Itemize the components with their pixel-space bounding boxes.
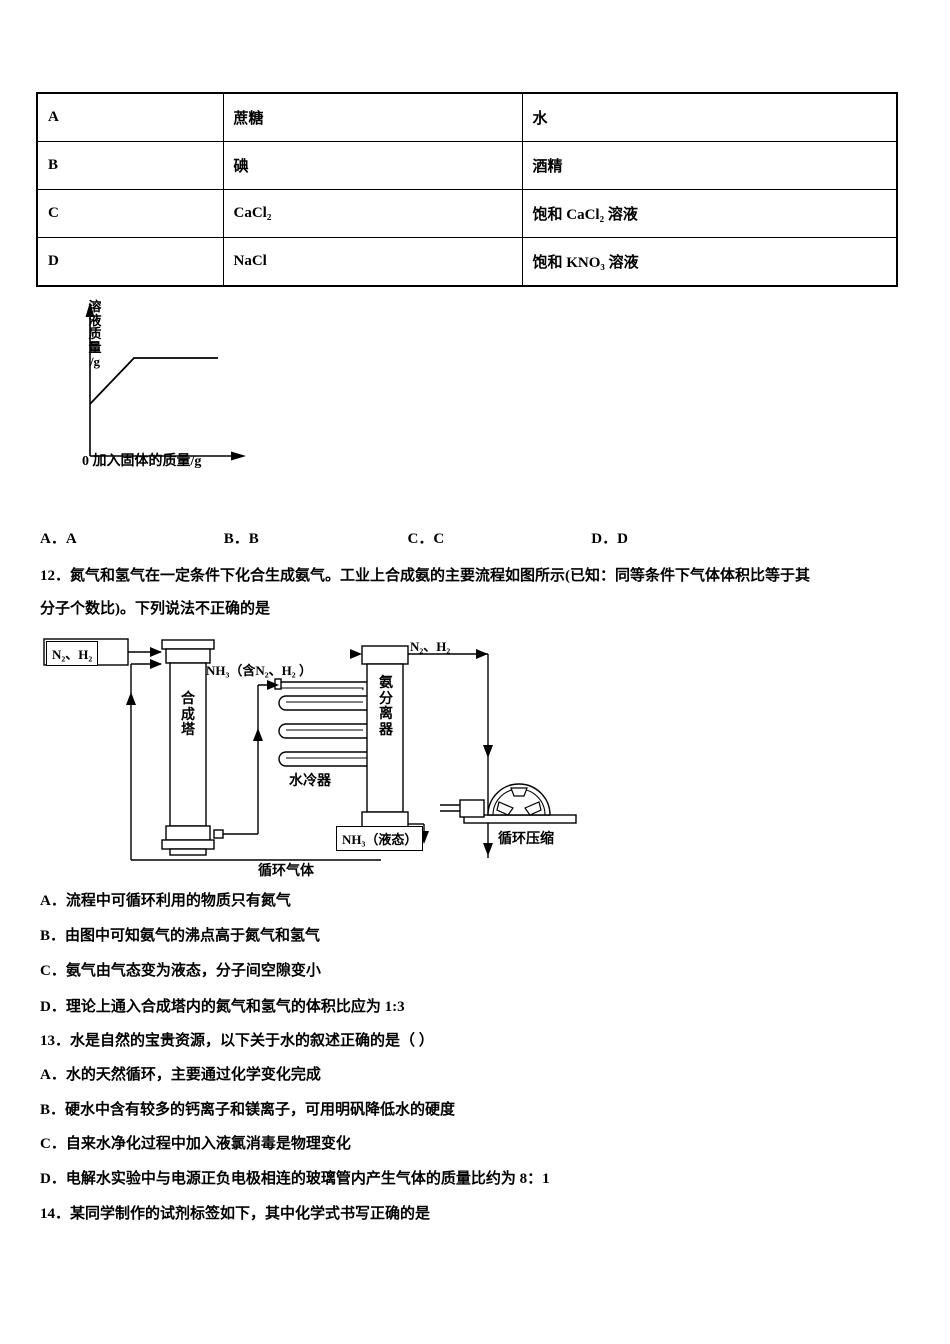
table-cell-letter: C xyxy=(36,189,224,238)
synthesis-tower-label: 合 成 塔 xyxy=(181,692,195,739)
q12-option-d[interactable]: D．理论上通入合成塔内的氮气和氢气的体积比应为 1:3 xyxy=(40,999,405,1015)
question-13-stem: 13．水是自然的宝贵资源，以下关于水的叙述正确的是（ ） xyxy=(40,1033,434,1049)
table-cell-solvent: 饱和 CaCl₂ 溶液 xyxy=(521,189,898,238)
question-11-choices: A．A B．B C．C D．D xyxy=(40,527,900,548)
q12-option-b[interactable]: B．由图中可知氨气的沸点高于氮气和氢气 xyxy=(40,928,321,944)
liquid-ammonia-label: NH₃（液态） xyxy=(336,826,424,851)
table-cell-letter: D xyxy=(36,237,224,287)
table-cell-letter: B xyxy=(36,141,224,190)
choice-c[interactable]: C．C xyxy=(407,531,445,547)
substance-table: A 蔗糖 水 B 碘 酒精 C CaCl₂ 饱和 CaCl₂ 溶液 D NaCl… xyxy=(36,92,898,287)
table-cell-solute: NaCl xyxy=(222,237,523,287)
choice-b[interactable]: B．B xyxy=(223,531,259,547)
choice-d[interactable]: D．D xyxy=(591,531,628,547)
table-cell-solute: CaCl₂ xyxy=(222,189,523,238)
table-cell-solvent: 酒精 xyxy=(521,141,898,190)
q13-option-c[interactable]: C．自来水净化过程中加入液氯消毒是物理变化 xyxy=(40,1136,351,1152)
question-12-stem-line-2: 分子个数比)。下列说法不正确的是 xyxy=(40,601,270,617)
chart-y-axis-label: 溶 液 质 量 /g xyxy=(88,299,102,369)
table-cell-solvent: 饱和 KNO₃ 溶液 xyxy=(521,237,898,287)
flow-arrowheads xyxy=(126,647,493,856)
table-cell-letter: A xyxy=(36,92,224,142)
compressor-label: 循环压缩 xyxy=(498,832,554,847)
q13-option-a[interactable]: A．水的天然循环，主要通过化学变化完成 xyxy=(40,1067,321,1083)
table-row: C CaCl₂ 饱和 CaCl₂ 溶液 xyxy=(36,189,898,238)
table-cell-solute: 碘 xyxy=(222,141,523,190)
feed-gas-label: N₂、H₂ xyxy=(46,641,99,666)
ammonia-synthesis-flow-diagram: N₂、H₂ 合 成 塔 NH₃（含N₂、H₂ ） 水冷器 氨 分 离 器 N₂、… xyxy=(36,632,616,879)
chart-x-axis-label: 0 加入固体的质量/g xyxy=(82,454,202,469)
table-row: A 蔗糖 水 xyxy=(36,92,898,142)
question-12-stem-line-1: 12．氮气和氢气在一定条件下化合生成氨气。工业上合成氨的主要流程如图所示(已知：… xyxy=(40,568,811,584)
table-row: D NaCl 饱和 KNO₃ 溶液 xyxy=(36,237,898,287)
q13-option-b[interactable]: B．硬水中含有较多的钙离子和镁离子，可用明矾降低水的硬度 xyxy=(40,1102,456,1118)
chart-plot-area xyxy=(85,302,246,461)
water-cooler-label: 水冷器 xyxy=(289,774,331,789)
tower-outlet-gas-label: NH₃（含N₂、H₂ ） xyxy=(206,663,312,678)
table-row: B 碘 酒精 xyxy=(36,141,898,190)
recycle-gas-label: 循环气体 xyxy=(258,864,314,879)
solution-mass-chart: 溶 液 质 量 /g 0 加入固体的质量/g xyxy=(40,298,340,483)
q12-option-c[interactable]: C．氨气由气态变为液态，分子间空隙变小 xyxy=(40,963,321,979)
q13-option-d[interactable]: D．电解水实验中与电源正负电极相连的玻璃管内产生气体的质量比约为 8：1 xyxy=(40,1171,550,1187)
separator-gas-outlet-label: N₂、H₂ xyxy=(410,639,451,654)
question-14-stem: 14．某同学制作的试剂标签如下，其中化学式书写正确的是 xyxy=(40,1206,431,1222)
q12-option-a[interactable]: A．流程中可循环利用的物质只有氮气 xyxy=(40,893,291,909)
ammonia-separator-label: 氨 分 离 器 xyxy=(379,676,393,739)
table-cell-solute: 蔗糖 xyxy=(222,92,523,142)
choice-a[interactable]: A．A xyxy=(40,531,77,547)
table-cell-solvent: 水 xyxy=(521,92,898,142)
